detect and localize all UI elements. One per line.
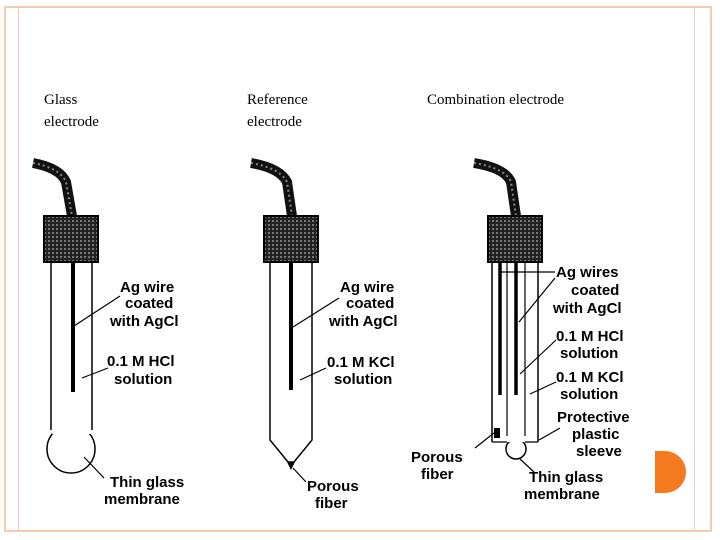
reference-electrode: Ag wire coated with AgCl 0.1 M KCl solut… — [250, 158, 398, 512]
glass-label-solution-1: 0.1 M HCl — [107, 353, 175, 370]
combination-label-sleeve-3: sleeve — [576, 443, 622, 460]
glass-cap — [43, 215, 99, 263]
glass-label-wire-3: with AgCl — [109, 313, 179, 330]
combination-label-kcl-2: solution — [560, 386, 618, 403]
glass-electrode: Ag wire coated with AgCl 0.1 M HCl solut… — [31, 158, 184, 508]
glass-label-solution-2: solution — [114, 371, 172, 388]
slide-frame-inner — [18, 6, 712, 532]
combination-label-wire-3: with AgCl — [552, 300, 622, 317]
glass-cable — [31, 158, 77, 217]
combination-label-hcl-1: 0.1 M HCl — [556, 328, 624, 345]
reference-electrode-heading: Reference electrode — [247, 92, 308, 130]
combination-label-kcl-1: 0.1 M KCl — [556, 369, 624, 386]
combination-pointer-membrane — [519, 458, 535, 473]
reference-porous-tip — [287, 462, 295, 470]
combination-label-fiber-1: Porous — [411, 449, 463, 466]
reference-cable — [250, 158, 297, 217]
combination-label-sleeve-1: Protective — [557, 409, 630, 426]
glass-tube — [50, 262, 93, 430]
glass-pointer-solution — [81, 367, 109, 379]
combination-label-hcl-2: solution — [560, 345, 618, 362]
glass-label-wire-2: coated — [125, 295, 173, 312]
glass-electrode-heading: Glass electrode — [44, 92, 99, 130]
combination-label-sleeve-2: plastic — [572, 426, 620, 443]
combination-cable — [473, 158, 521, 217]
combination-pointer-sleeve — [538, 427, 561, 441]
combination-pointer-fiber — [474, 432, 495, 449]
combination-cap — [487, 215, 543, 263]
combination-pointer-wire-b — [518, 277, 556, 323]
glass-label-membrane-2: membrane — [104, 491, 180, 508]
glass-label-membrane-1: Thin glass — [110, 474, 184, 491]
reference-label-wire-2: coated — [346, 295, 394, 312]
reference-label-fiber-2: fiber — [315, 495, 348, 512]
combination-label-membrane-1: Thin glass — [529, 469, 603, 486]
combination-outer-tube — [491, 262, 539, 442]
combination-label-membrane-2: membrane — [524, 486, 600, 503]
reference-cap — [263, 215, 319, 263]
slide-frame-outer — [4, 6, 712, 532]
reference-label-solution-2: solution — [334, 371, 392, 388]
reference-label-wire-3: with AgCl — [328, 313, 398, 330]
combination-label-wire-2: coated — [571, 282, 619, 299]
combination-electrode: Ag wires coated with AgCl 0.1 M HCl solu… — [411, 158, 630, 503]
combination-inner-tube — [506, 262, 526, 436]
reference-pointer-wire — [292, 297, 340, 328]
glass-pointer-membrane — [83, 456, 105, 479]
reference-label-wire-1: Ag wire — [340, 279, 394, 296]
glass-pointer-wire — [73, 295, 121, 327]
slide-frame-right — [694, 6, 712, 532]
combination-electrode-heading: Combination electrode — [427, 92, 565, 108]
glass-label-wire-1: Ag wire — [120, 279, 174, 296]
combination-label-wire-1: Ag wires — [556, 264, 619, 281]
reference-pointer-solution — [299, 367, 327, 381]
reference-label-fiber-1: Porous — [307, 478, 359, 495]
combination-label-fiber-2: fiber — [421, 466, 454, 483]
combination-pointer-hcl — [519, 339, 557, 375]
combination-porous-fiber — [494, 428, 500, 438]
combination-pointer-kcl — [529, 381, 557, 395]
reference-pointer-fiber — [292, 467, 307, 483]
reference-label-solution-1: 0.1 M KCl — [327, 354, 395, 371]
